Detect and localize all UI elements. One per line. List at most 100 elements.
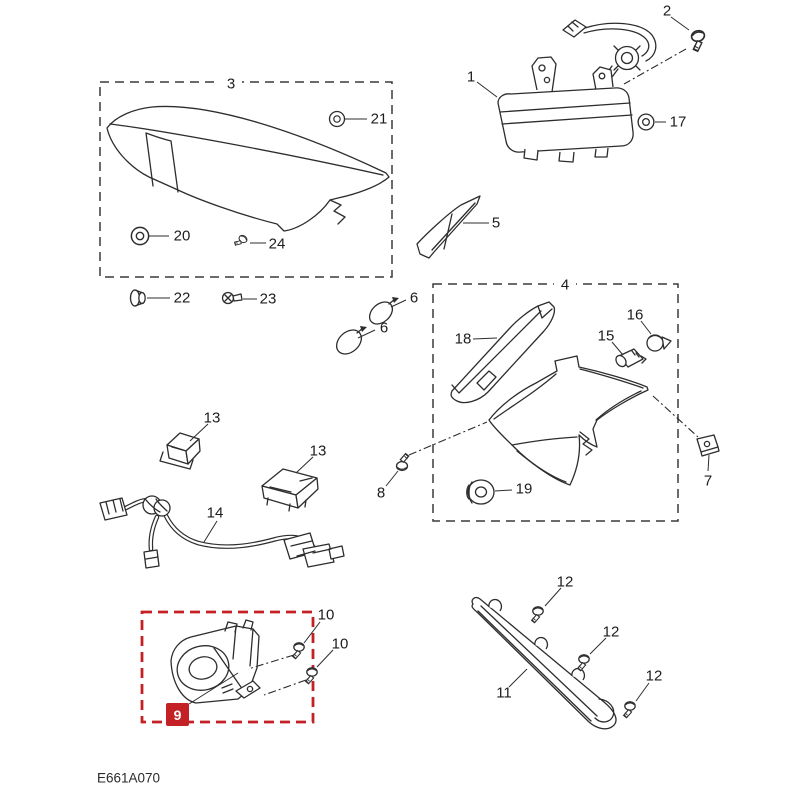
leader-line bbox=[357, 329, 376, 339]
leader-line bbox=[611, 341, 624, 356]
connector-drawing bbox=[143, 549, 160, 569]
callout-16[interactable]: 16 bbox=[627, 307, 644, 324]
connector-drawing bbox=[302, 543, 335, 568]
part-8-screw: 8 bbox=[377, 421, 488, 502]
screw-icon bbox=[291, 642, 305, 660]
leader-line bbox=[640, 320, 652, 335]
leader-line bbox=[385, 470, 399, 487]
screw-icon bbox=[576, 654, 590, 672]
callout-6[interactable]: 6 bbox=[410, 290, 418, 307]
callout-12[interactable]: 12 bbox=[557, 574, 574, 591]
part-18-bracket-drawing bbox=[450, 301, 556, 404]
leader-line bbox=[589, 637, 607, 655]
label-background bbox=[220, 76, 242, 91]
grommet-icon bbox=[637, 113, 655, 131]
leader-line bbox=[295, 456, 314, 474]
leader-line bbox=[494, 489, 513, 492]
leader-line bbox=[544, 587, 562, 607]
dash-dot-line bbox=[263, 679, 307, 696]
part-15-bulb-holder bbox=[615, 348, 647, 368]
cable-tie-icon bbox=[335, 329, 363, 355]
callout-21[interactable]: 21 bbox=[371, 111, 388, 128]
screw-icon bbox=[622, 701, 636, 719]
callout-8[interactable]: 8 bbox=[377, 485, 385, 502]
group-3-dashed-border bbox=[99, 81, 393, 278]
part-9-lamp-drawing bbox=[170, 619, 261, 704]
part-13-lamp-a: 13 bbox=[159, 410, 221, 470]
part-4-tail-lamp-drawing bbox=[488, 355, 649, 486]
leader-line bbox=[508, 668, 528, 688]
callout-17[interactable]: 17 bbox=[670, 114, 687, 131]
callout-19[interactable]: 19 bbox=[516, 481, 533, 498]
callout-22[interactable]: 22 bbox=[174, 290, 191, 307]
grommet-icon bbox=[130, 226, 150, 246]
group-3-spoiler-assembly: 3 21 20 24 bbox=[99, 76, 393, 278]
callout-12[interactable]: 12 bbox=[603, 624, 620, 641]
part-1-lamp-assembly: 1 bbox=[467, 19, 657, 163]
part-11-trim-strip: 11 12 12 12 bbox=[471, 574, 663, 730]
group-4-tail-lamp-assembly: 19 4 18 15 16 bbox=[432, 277, 679, 522]
part-13-lamp-b: 13 bbox=[261, 443, 327, 512]
bulb-socket-drawing bbox=[614, 45, 640, 71]
group-9-highlighted-lamp: 9 10 10 bbox=[140, 607, 349, 726]
callout-15[interactable]: 15 bbox=[598, 328, 615, 345]
label-background bbox=[554, 277, 576, 292]
leader-line bbox=[203, 520, 218, 543]
part-3-spoiler-drawing bbox=[106, 105, 390, 232]
callout-13[interactable]: 13 bbox=[204, 410, 221, 427]
leader-line bbox=[316, 649, 334, 668]
callout-13[interactable]: 13 bbox=[310, 443, 327, 460]
callout-10[interactable]: 10 bbox=[318, 607, 335, 624]
screw-icon bbox=[232, 232, 249, 250]
leader-line bbox=[670, 16, 690, 31]
leader-line bbox=[390, 299, 407, 308]
leader-line bbox=[189, 423, 209, 442]
screw-icon bbox=[304, 667, 318, 685]
screw-icon bbox=[688, 28, 709, 54]
callout-9[interactable]: 9 bbox=[174, 707, 182, 723]
part-7-clip: 7 bbox=[652, 395, 720, 490]
leader-line bbox=[635, 682, 650, 702]
leader-line bbox=[303, 621, 321, 644]
part-5-corner-trim: 5 bbox=[416, 195, 500, 259]
dash-dot-line bbox=[652, 395, 699, 438]
callout-11[interactable]: 11 bbox=[496, 685, 512, 702]
highlight-dashed-border bbox=[140, 610, 315, 724]
callout-24[interactable]: 24 bbox=[269, 236, 286, 253]
screw-icon bbox=[395, 452, 410, 472]
part-19-grommet: 19 bbox=[466, 479, 533, 505]
callout-3[interactable]: 3 bbox=[227, 76, 235, 93]
callout-6[interactable]: 6 bbox=[380, 320, 388, 337]
callout-7[interactable]: 7 bbox=[704, 473, 712, 490]
dash-dot-line bbox=[408, 421, 488, 456]
leader-line bbox=[476, 81, 498, 98]
diagram-code: E661A070 bbox=[97, 771, 160, 786]
callout-1[interactable]: 1 bbox=[467, 69, 475, 86]
leader-line bbox=[188, 672, 239, 705]
part-14-wiring-harness: 14 bbox=[99, 495, 345, 569]
callout-20[interactable]: 20 bbox=[174, 228, 191, 245]
leader-line bbox=[472, 337, 498, 340]
connector-drawing bbox=[562, 19, 587, 38]
callout-2[interactable]: 2 bbox=[663, 3, 671, 20]
part-10-screws: 10 10 bbox=[247, 607, 349, 696]
callout-18[interactable]: 18 bbox=[455, 331, 472, 348]
part-17-grommet: 17 bbox=[637, 113, 687, 131]
cable-tie-icon bbox=[368, 301, 394, 325]
part-12-screws: 12 12 12 bbox=[530, 574, 663, 719]
part-2-screw: 2 bbox=[623, 3, 709, 85]
highlight-badge[interactable] bbox=[166, 703, 189, 726]
part-23-clip: 23 bbox=[221, 291, 277, 308]
part-6-cable-ties: 6 6 bbox=[335, 290, 418, 355]
callout-23[interactable]: 23 bbox=[260, 291, 277, 308]
callout-4[interactable]: 4 bbox=[561, 277, 569, 294]
grommet-icon bbox=[328, 110, 346, 128]
screw-icon bbox=[530, 606, 544, 624]
callout-12[interactable]: 12 bbox=[646, 668, 663, 685]
callout-5[interactable]: 5 bbox=[492, 215, 500, 232]
leader-line bbox=[707, 454, 710, 472]
callout-14[interactable]: 14 bbox=[207, 505, 224, 522]
part-22-grommet: 22 bbox=[129, 289, 191, 307]
callout-10[interactable]: 10 bbox=[332, 636, 349, 653]
